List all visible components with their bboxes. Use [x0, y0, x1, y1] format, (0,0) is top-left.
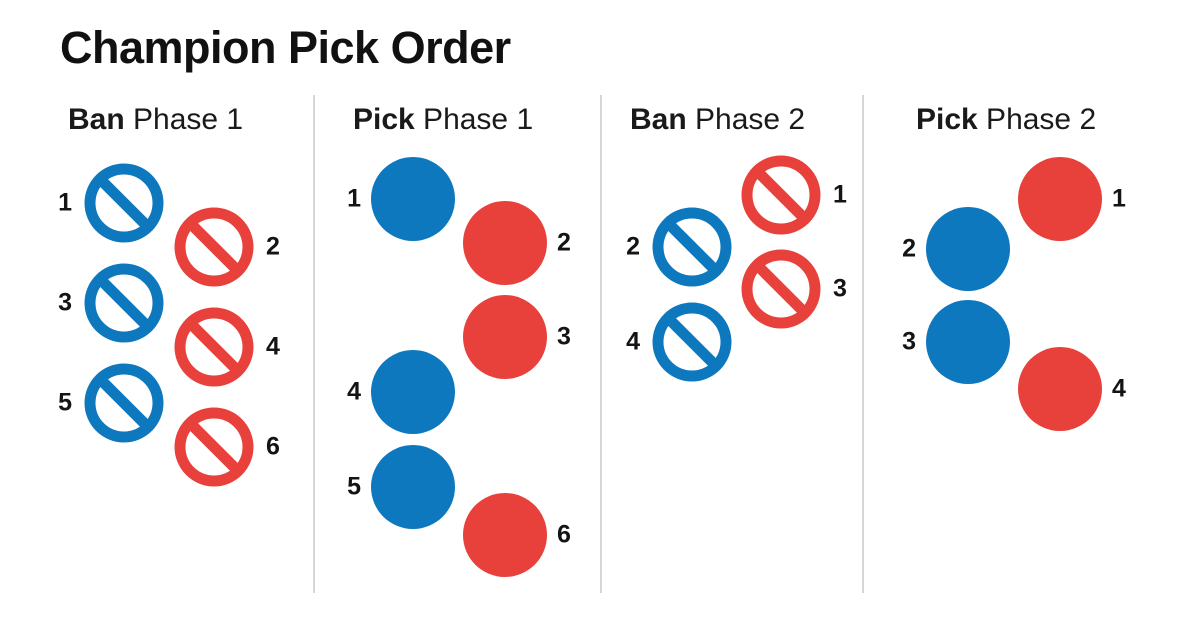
pick-circle-icon-blue — [926, 207, 1010, 291]
pick-slot-blue-5[interactable]: 5 — [347, 445, 455, 529]
column-title-kind: Pick — [916, 103, 978, 136]
ban-slot-blue-1[interactable]: 1 — [58, 161, 166, 245]
slot-order-number: 1 — [1112, 184, 1126, 213]
slot-order-number: 4 — [1112, 374, 1126, 403]
pick-slot-red-2[interactable]: 2 — [463, 201, 571, 285]
slot-order-number: 1 — [58, 188, 72, 217]
slot-order-number: 2 — [557, 228, 571, 257]
pick-slot-blue-1[interactable]: 1 — [347, 157, 455, 241]
pick-circle-icon-red — [1018, 347, 1102, 431]
pick-circle-icon-red — [1018, 157, 1102, 241]
slot-order-number: 2 — [626, 232, 640, 261]
column-title-phase: Phase 1 — [124, 103, 244, 136]
pick-slot-red-1[interactable]: 1 — [1018, 157, 1126, 241]
slot-order-number: 3 — [902, 327, 916, 356]
column-pick-phase-2: Pick Phase 2 1 2 3 4 — [898, 95, 1148, 595]
slot-order-number: 5 — [58, 388, 72, 417]
ban-slot-blue-5[interactable]: 5 — [58, 361, 166, 445]
pick-circle-icon-red — [463, 295, 547, 379]
slot-order-number: 1 — [833, 180, 847, 209]
ban-slot-blue-4[interactable]: 4 — [626, 300, 734, 384]
pick-circle-icon-blue — [371, 350, 455, 434]
slot-order-number: 6 — [557, 520, 571, 549]
slot-order-number: 4 — [266, 332, 280, 361]
slot-order-number: 2 — [266, 232, 280, 261]
column-title-ban-phase-2: Ban Phase 2 — [630, 103, 805, 137]
pick-circle-icon-blue — [371, 157, 455, 241]
ban-slot-blue-2[interactable]: 2 — [626, 205, 734, 289]
column-ban-phase-1: Ban Phase 1 1 2 3 4 5 6 — [58, 95, 310, 595]
ban-circle-slash-icon-red — [739, 153, 823, 237]
column-divider-2 — [600, 95, 602, 593]
ban-circle-slash-icon-blue — [82, 361, 166, 445]
ban-circle-slash-icon-red — [172, 205, 256, 289]
pick-slot-red-4[interactable]: 4 — [1018, 347, 1126, 431]
column-divider-3 — [862, 95, 864, 593]
slot-order-number: 4 — [347, 377, 361, 406]
column-title-phase: Phase 2 — [977, 103, 1097, 136]
column-title-ban-phase-1: Ban Phase 1 — [68, 103, 243, 137]
slot-order-number: 3 — [557, 322, 571, 351]
slot-order-number: 5 — [347, 472, 361, 501]
column-title-pick-phase-1: Pick Phase 1 — [353, 103, 533, 137]
slot-order-number: 3 — [833, 274, 847, 303]
pick-circle-icon-red — [463, 201, 547, 285]
page-title: Champion Pick Order — [60, 22, 511, 73]
ban-circle-slash-icon-red — [172, 305, 256, 389]
pick-circle-icon-blue — [926, 300, 1010, 384]
ban-slot-red-4[interactable]: 4 — [172, 305, 280, 389]
ban-circle-slash-icon-blue — [650, 205, 734, 289]
ban-circle-slash-icon-blue — [650, 300, 734, 384]
ban-slot-blue-3[interactable]: 3 — [58, 261, 166, 345]
column-pick-phase-1: Pick Phase 1 1 2 3 4 5 6 — [345, 95, 595, 595]
pick-slot-blue-4[interactable]: 4 — [347, 350, 455, 434]
column-title-phase: Phase 1 — [414, 103, 534, 136]
slot-order-number: 3 — [58, 288, 72, 317]
ban-circle-slash-icon-blue — [82, 161, 166, 245]
ban-slot-red-1[interactable]: 1 — [739, 153, 847, 237]
slot-order-number: 2 — [902, 234, 916, 263]
column-title-kind: Pick — [353, 103, 415, 136]
ban-circle-slash-icon-red — [739, 247, 823, 331]
pick-slot-red-3[interactable]: 3 — [463, 295, 571, 379]
slot-order-number: 4 — [626, 327, 640, 356]
column-title-kind: Ban — [68, 103, 125, 136]
column-ban-phase-2: Ban Phase 2 1 2 3 4 — [622, 95, 862, 595]
pick-slot-red-6[interactable]: 6 — [463, 493, 571, 577]
ban-slot-red-2[interactable]: 2 — [172, 205, 280, 289]
ban-slot-red-6[interactable]: 6 — [172, 405, 280, 489]
column-title-phase: Phase 2 — [686, 103, 806, 136]
ban-circle-slash-icon-blue — [82, 261, 166, 345]
pick-slot-blue-2[interactable]: 2 — [902, 207, 1010, 291]
slot-order-number: 6 — [266, 432, 280, 461]
column-divider-1 — [313, 95, 315, 593]
pick-circle-icon-blue — [371, 445, 455, 529]
pick-slot-blue-3[interactable]: 3 — [902, 300, 1010, 384]
slot-order-number: 1 — [347, 184, 361, 213]
column-title-kind: Ban — [630, 103, 687, 136]
ban-slot-red-3[interactable]: 3 — [739, 247, 847, 331]
pick-circle-icon-red — [463, 493, 547, 577]
ban-circle-slash-icon-red — [172, 405, 256, 489]
column-title-pick-phase-2: Pick Phase 2 — [916, 103, 1096, 137]
